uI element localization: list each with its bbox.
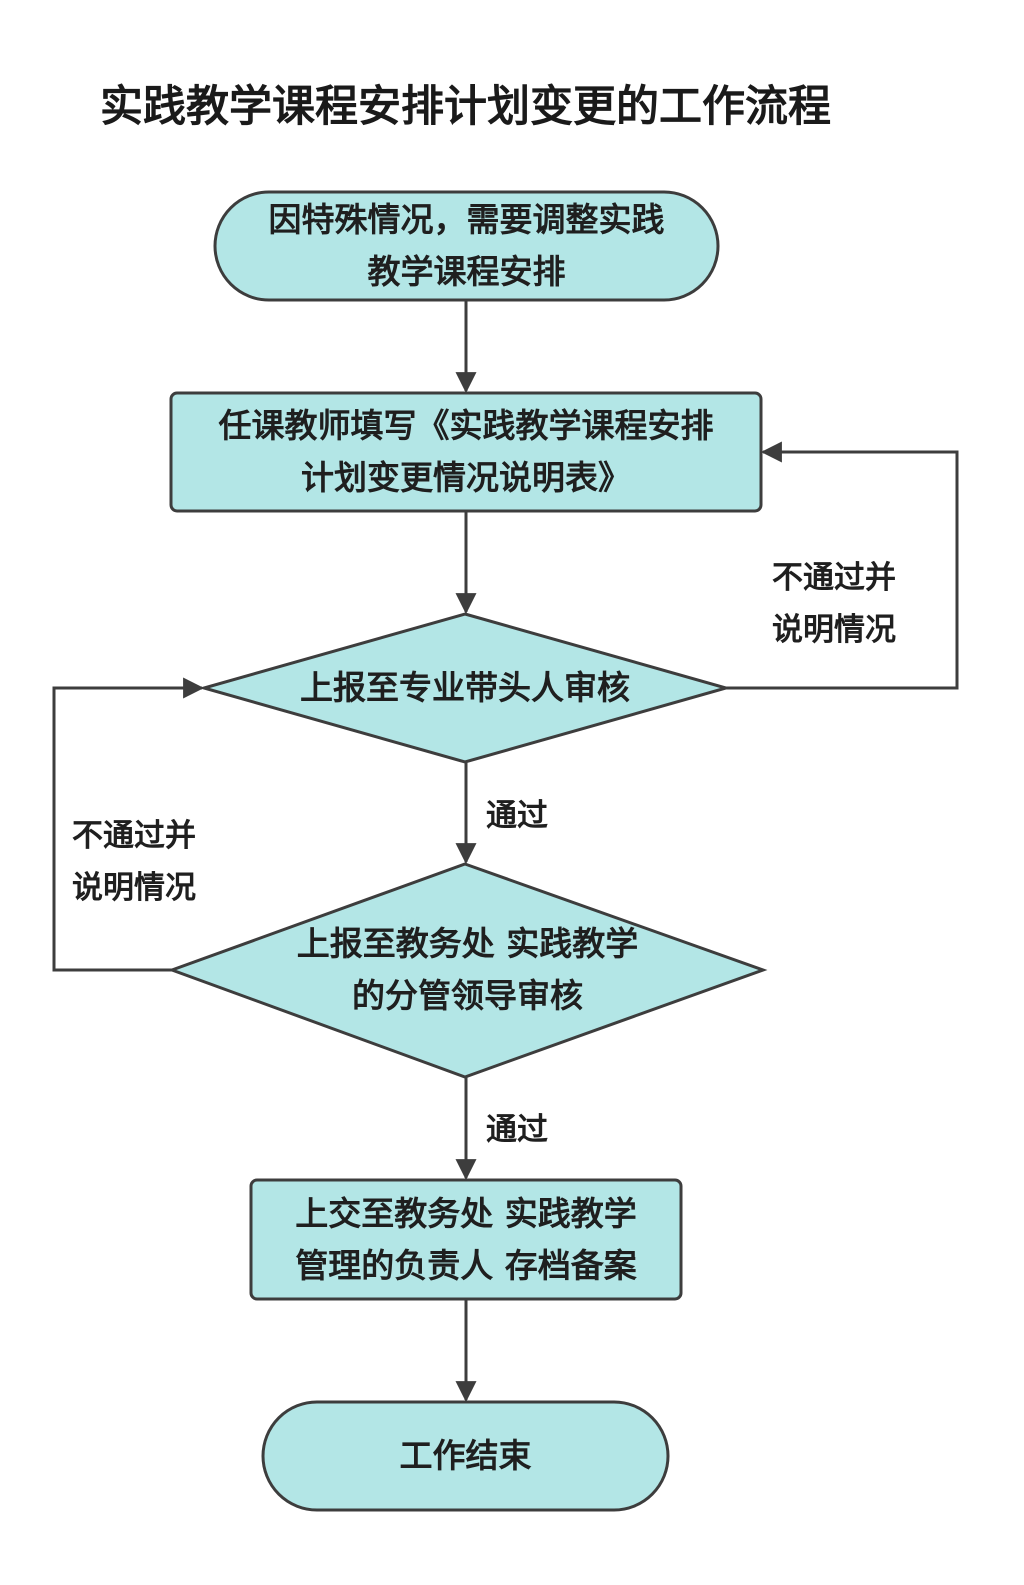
archive-node-label: 上交至教务处 实践教学 管理的负责人 存档备案: [251, 1180, 681, 1299]
edge-dept-reject-to-leader: [52, 677, 205, 972]
fill-form-node-line-2: 计划变更情况说明表》: [301, 458, 631, 497]
reject-right-label: 不通过并 说明情况: [772, 552, 896, 656]
archive-node-line-1: 上交至教务处 实践教学: [295, 1193, 637, 1233]
reject-right-label-line-2: 说明情况: [772, 612, 896, 648]
reject-left-label: 不通过并 说明情况: [72, 810, 196, 914]
end-node-label: 工作结束: [263, 1402, 668, 1510]
fill-form-node-label: 任课教师填写《实践教学课程安排 计划变更情况说明表》: [171, 393, 761, 511]
leader-review-node-label: 上报至专业带头人审核: [204, 650, 726, 726]
pass-2-label: 通过: [486, 1112, 548, 1148]
page-title: 实践教学课程安排计划变更的工作流程: [100, 82, 831, 132]
start-node-line-2: 教学课程安排: [367, 252, 566, 291]
dept-review-node-line-1: 上报至教务处 实践教学: [296, 924, 639, 963]
reject-right-label-line-1: 不通过并: [772, 560, 896, 596]
reject-left-label-line-1: 不通过并: [72, 818, 196, 854]
reject-left-label-line-2: 说明情况: [72, 870, 196, 906]
dept-review-node-line-2: 的分管领导审核: [352, 976, 583, 1015]
start-node-line-1: 因特殊情况，需要调整实践: [268, 200, 665, 239]
leader-review-node-line-1: 上报至专业带头人审核: [300, 668, 630, 707]
fill-form-node-line-1: 任课教师填写《实践教学课程安排: [218, 406, 714, 445]
archive-node-line-2: 管理的负责人 存档备案: [295, 1245, 637, 1285]
edge-leader-reject-to-form: [726, 441, 959, 690]
start-node-label: 因特殊情况，需要调整实践 教学课程安排: [215, 192, 718, 300]
dept-review-node-label: 上报至教务处 实践教学 的分管领导审核: [172, 918, 763, 1022]
pass-1-label: 通过: [486, 798, 548, 834]
end-node-line-1: 工作结束: [399, 1436, 532, 1475]
